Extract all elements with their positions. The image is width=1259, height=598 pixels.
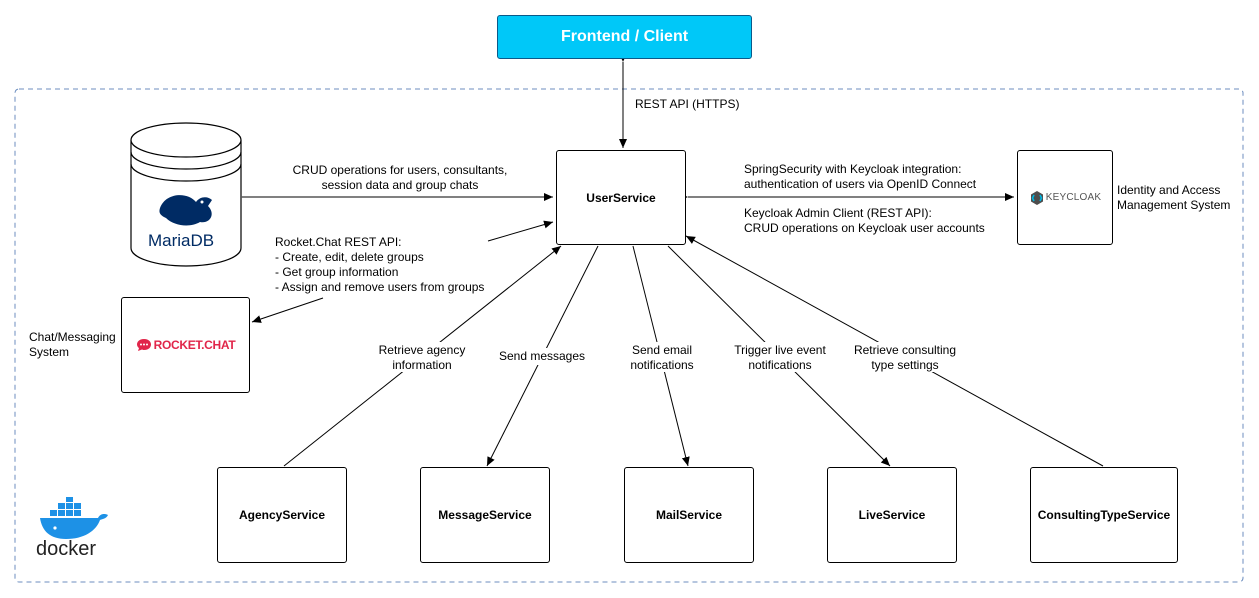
- label-mask: [630, 96, 745, 112]
- docker-logo-text: docker: [36, 538, 97, 560]
- keycloak-caption: Identity and Access Management System: [1117, 183, 1231, 212]
- label-mask: [496, 348, 588, 365]
- keycloak-box[interactable]: KEYCLOAK: [1017, 150, 1113, 245]
- rocketchat-logo-text: ROCKET.CHAT: [153, 338, 236, 352]
- edge-to-userservice-rocketchat: [487, 220, 554, 242]
- label-mask: [372, 342, 472, 372]
- label-mask: [626, 342, 698, 372]
- keycloak-edge-label-bottom: Keycloak Admin Client (REST API): CRUD o…: [744, 206, 985, 235]
- keycloak-logo-text: KEYCLOAK: [1045, 192, 1102, 203]
- rocketchat-box[interactable]: ROCKET.CHAT: [121, 297, 250, 393]
- edge-label-consultingtype: Retrieve consulting type settings: [853, 343, 957, 372]
- edge-to-rocketchat: [251, 297, 324, 323]
- edge-label-live: Trigger live event notifications: [734, 343, 826, 372]
- mailservice-label: MailService: [655, 508, 723, 522]
- edge-label-message: Send messages: [498, 349, 586, 363]
- keycloak-icon: [1030, 190, 1043, 205]
- keycloak-edge-label-top: SpringSecurity with Keycloak integration…: [744, 162, 977, 191]
- rocketchat-edge-label: Rocket.Chat REST API: - Create, edit, de…: [275, 235, 485, 294]
- mariadb-database-icon: [130, 122, 242, 267]
- liveservice-label: LiveService: [858, 508, 926, 522]
- label-mask: [850, 342, 960, 372]
- docker-container-frame: [14, 88, 1244, 583]
- label-mask: [730, 342, 830, 372]
- mariadb-logo-text: MariaDB: [148, 231, 215, 250]
- messageservice-label: MessageService: [438, 508, 532, 522]
- mailservice-box[interactable]: MailService: [624, 467, 754, 563]
- frontend-client-label: Frontend / Client: [560, 28, 689, 45]
- consultingtypeservice-label: ConsultingTypeService: [1037, 508, 1171, 522]
- agencyservice-label: AgencyService: [238, 508, 326, 522]
- docker-whale-icon: [40, 497, 108, 539]
- edge-label-mail: Send email notifications: [630, 343, 694, 372]
- frontend-client-box[interactable]: Frontend / Client: [497, 15, 752, 59]
- rocketchat-caption: Chat/Messaging System: [29, 330, 116, 359]
- liveservice-box[interactable]: LiveService: [827, 467, 957, 563]
- userservice-label: UserService: [586, 190, 656, 205]
- rest-api-label: REST API (HTTPS): [635, 97, 740, 111]
- rocketchat-icon: [136, 339, 151, 351]
- messageservice-box[interactable]: MessageService: [420, 467, 550, 563]
- edge-label-agency: Retrieve agency information: [378, 343, 466, 372]
- agencyservice-box[interactable]: AgencyService: [217, 467, 347, 563]
- mariadb-edge-label: CRUD operations for users, consultants, …: [292, 163, 508, 192]
- consultingtypeservice-box[interactable]: ConsultingTypeService: [1030, 467, 1178, 563]
- userservice-box[interactable]: UserService: [556, 150, 686, 245]
